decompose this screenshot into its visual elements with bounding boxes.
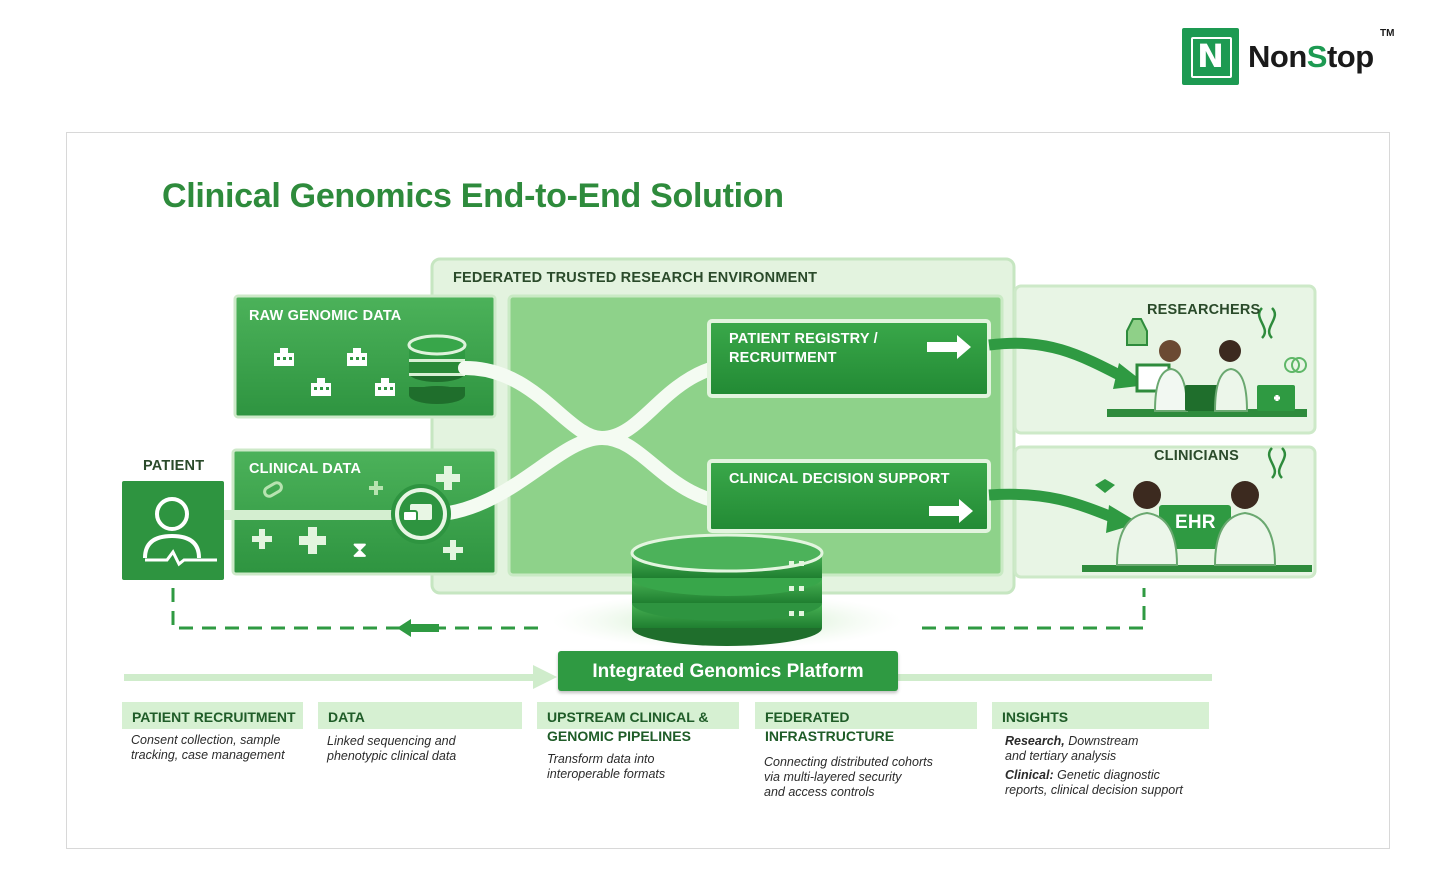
- flow-curve-2: [420, 430, 754, 522]
- diagram-frame: Clinical Genomics End-to-End Solution: [66, 132, 1390, 849]
- clinicians-illustration: [1082, 447, 1312, 572]
- trademark: TM: [1380, 28, 1395, 39]
- feedback-loop-right: [922, 588, 1146, 630]
- integrated-platform-banner: Integrated Genomics Platform: [558, 651, 898, 691]
- brand-logo-mark: N: [1182, 28, 1239, 85]
- diagram-graphics: ⧗: [122, 257, 1317, 689]
- brand-name: NonStop: [1248, 39, 1374, 74]
- timeline-left: [124, 674, 539, 681]
- clinical-data-label: CLINICAL DATA: [249, 461, 362, 477]
- arrow-to-clinicians: [988, 488, 1120, 525]
- svg-text:⧗: ⧗: [352, 538, 367, 563]
- stage-data: DATA: [318, 702, 522, 729]
- stage-insights-research: Research, Downstream and tertiary analys…: [1005, 734, 1139, 763]
- decision-button-bg: [707, 459, 991, 533]
- raw-genomic-label: RAW GENOMIC DATA: [249, 308, 402, 324]
- registry-arrow-icon: [927, 335, 971, 359]
- patient-icon: [143, 497, 217, 567]
- plus-icons: [252, 466, 463, 560]
- stage-insights-clinical: Clinical: Genetic diagnostic reports, cl…: [1005, 768, 1183, 797]
- researchers-illustration: [1107, 307, 1307, 417]
- arrow-to-researchers: [988, 337, 1130, 384]
- decision-support-label: CLINICAL DECISION SUPPORT: [729, 471, 950, 487]
- timeline-right: [897, 674, 1212, 681]
- decision-arrow-icon: [929, 499, 973, 523]
- registry-button-bg: [707, 319, 991, 398]
- diagram-title: Clinical Genomics End-to-End Solution: [162, 177, 784, 215]
- central-database-icon: [630, 533, 824, 646]
- ehr-label: EHR: [1175, 512, 1216, 533]
- patient-label: PATIENT: [143, 458, 205, 474]
- brand-logo: N NonStop TM: [1182, 28, 1395, 88]
- federated-env-label: FEDERATED TRUSTED RESEARCH ENVIRONMENT: [453, 270, 818, 286]
- raw-database-icon: [407, 334, 467, 404]
- clinicians-label: CLINICIANS: [1154, 448, 1239, 464]
- stage-patient-recruitment: PATIENT RECRUITMENT: [122, 702, 303, 729]
- stage-pipelines: UPSTREAM CLINICAL &GENOMIC PIPELINES: [537, 702, 739, 744]
- stage-insights: INSIGHTS: [992, 702, 1209, 729]
- registry-label: PATIENT REGISTRY / RECRUITMENT: [729, 331, 878, 366]
- researchers-label: RESEARCHERS: [1147, 302, 1261, 318]
- pill-icon: [263, 481, 283, 498]
- feedback-arrow-icon: [397, 619, 439, 637]
